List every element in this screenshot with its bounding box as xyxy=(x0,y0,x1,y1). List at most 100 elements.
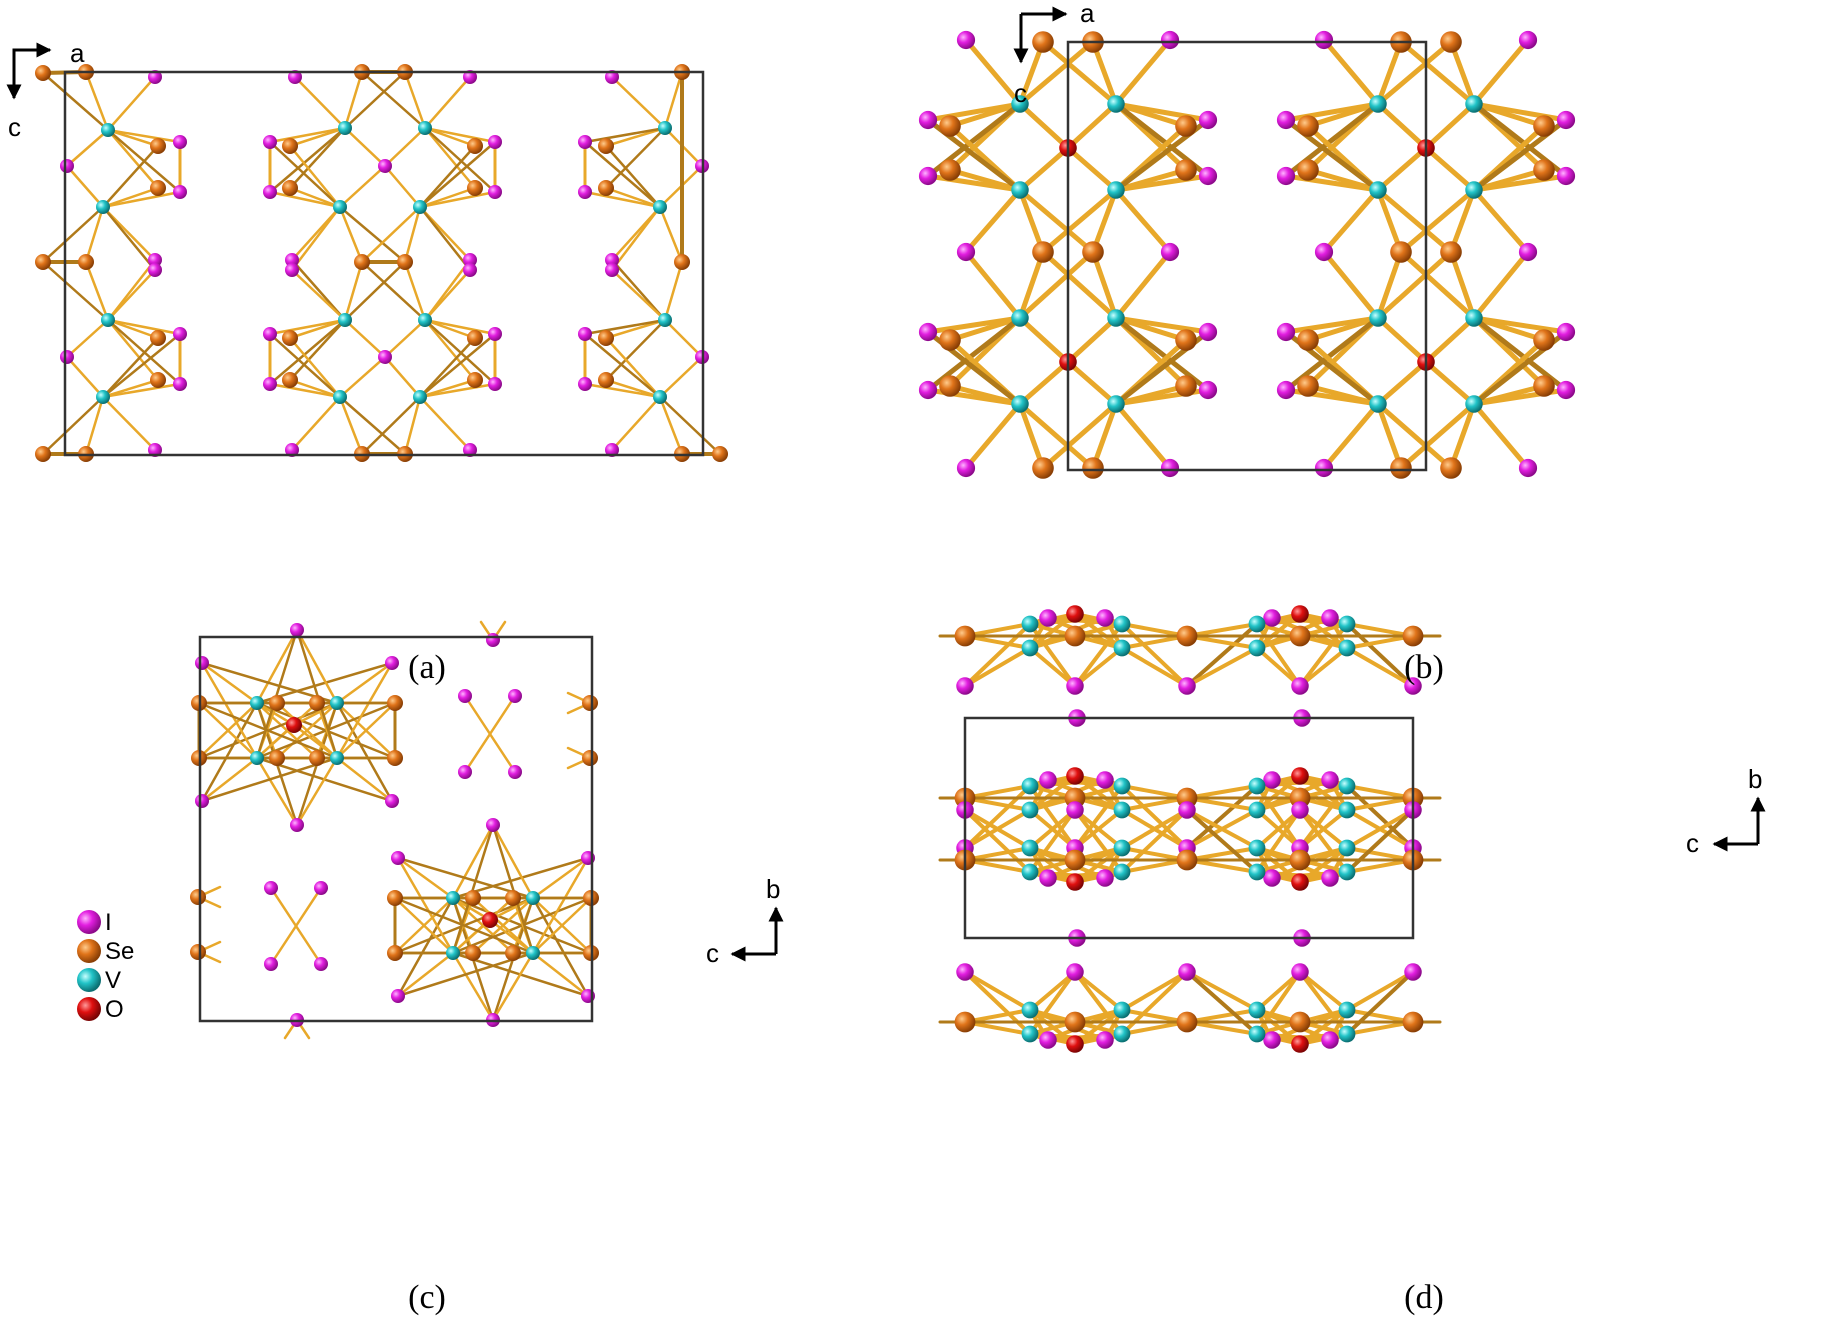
atom-se xyxy=(1440,457,1462,479)
bond xyxy=(963,784,1032,800)
atom-v xyxy=(1021,1025,1039,1043)
atom-i xyxy=(148,263,162,277)
bond xyxy=(583,318,667,336)
bond xyxy=(1448,249,1477,321)
bond xyxy=(1185,858,1259,874)
atom-o xyxy=(1066,1035,1084,1053)
atom-i xyxy=(264,881,278,895)
atom-v xyxy=(1369,181,1387,199)
atom-i xyxy=(60,350,74,364)
atom-v xyxy=(1107,95,1125,113)
atom-se xyxy=(387,750,403,766)
atom-i xyxy=(1160,242,1180,262)
bond xyxy=(268,318,347,336)
axis-indicator-d: b c xyxy=(1686,764,1766,858)
caption-b: (b) xyxy=(1404,649,1444,686)
atom-se xyxy=(1533,115,1555,137)
bond xyxy=(451,823,495,955)
bond xyxy=(1120,1020,1189,1036)
bond xyxy=(396,856,455,955)
bond xyxy=(288,186,342,209)
bond xyxy=(531,856,590,900)
atom-v xyxy=(1248,639,1266,657)
bonds xyxy=(925,37,1569,471)
bond xyxy=(360,205,422,264)
bond xyxy=(1255,808,1302,850)
atom-i xyxy=(488,377,502,391)
bond xyxy=(1398,401,1477,471)
atom-se xyxy=(1297,115,1319,137)
atom-i xyxy=(508,689,522,703)
atom-i xyxy=(385,794,399,808)
atoms xyxy=(190,623,599,1027)
atom-v xyxy=(1465,309,1483,327)
bond xyxy=(963,970,1032,1036)
atom-v xyxy=(1011,309,1029,327)
atom-v xyxy=(101,313,115,327)
atom-o xyxy=(482,912,498,928)
bond xyxy=(1321,187,1381,255)
bond xyxy=(1321,249,1381,321)
atom-se xyxy=(150,138,166,154)
bond xyxy=(963,858,1032,874)
atom-v xyxy=(446,891,460,905)
atom-se xyxy=(387,890,403,906)
atoms xyxy=(954,605,1424,1053)
bond xyxy=(418,190,497,209)
atom-se xyxy=(598,330,614,346)
bond xyxy=(268,382,342,399)
atom-i xyxy=(1291,677,1309,695)
atom-se xyxy=(1064,1011,1086,1033)
bond xyxy=(403,395,422,456)
bond xyxy=(1073,970,1124,1012)
atom-se xyxy=(505,890,521,906)
atom-i xyxy=(918,110,938,130)
bond xyxy=(423,268,472,322)
atom-i xyxy=(578,327,592,341)
bond xyxy=(288,336,342,399)
atom-v xyxy=(1369,395,1387,413)
bond xyxy=(1017,315,1071,365)
atom-se xyxy=(467,372,483,388)
bond xyxy=(65,164,105,209)
bonds xyxy=(196,620,593,1040)
atom-v xyxy=(1113,639,1131,657)
bond xyxy=(610,75,667,130)
atom-v xyxy=(658,313,672,327)
atom-v xyxy=(250,696,264,710)
bond xyxy=(1113,315,1211,335)
atom-se xyxy=(939,115,961,137)
atom-i xyxy=(1263,869,1281,887)
bond xyxy=(41,260,110,322)
bond xyxy=(1120,970,1189,1012)
bond xyxy=(269,886,323,966)
bond xyxy=(106,75,157,132)
bond xyxy=(1046,616,1124,650)
bond xyxy=(1017,249,1096,321)
bond xyxy=(1185,970,1259,1036)
axis-label-horizontal: a xyxy=(70,38,85,68)
atom-se xyxy=(387,695,403,711)
bond xyxy=(396,856,455,900)
bond xyxy=(925,315,1023,335)
bond xyxy=(1471,401,1531,471)
atom-se xyxy=(598,180,614,196)
bond xyxy=(418,395,472,452)
bond xyxy=(423,126,497,194)
atom-v xyxy=(1338,1025,1356,1043)
bond xyxy=(255,723,296,760)
bond xyxy=(106,318,160,340)
bond xyxy=(101,144,160,209)
legend-swatch-i xyxy=(77,910,101,934)
atom-se xyxy=(1533,375,1555,397)
atom-se xyxy=(282,330,298,346)
bond xyxy=(1345,622,1415,688)
atom-i xyxy=(148,253,162,267)
atom-i xyxy=(173,377,187,391)
bond xyxy=(255,628,299,760)
bond xyxy=(1017,39,1046,107)
bond xyxy=(1120,858,1189,874)
atom-i xyxy=(1039,609,1057,627)
bond xyxy=(338,205,364,264)
bond xyxy=(1017,187,1096,255)
